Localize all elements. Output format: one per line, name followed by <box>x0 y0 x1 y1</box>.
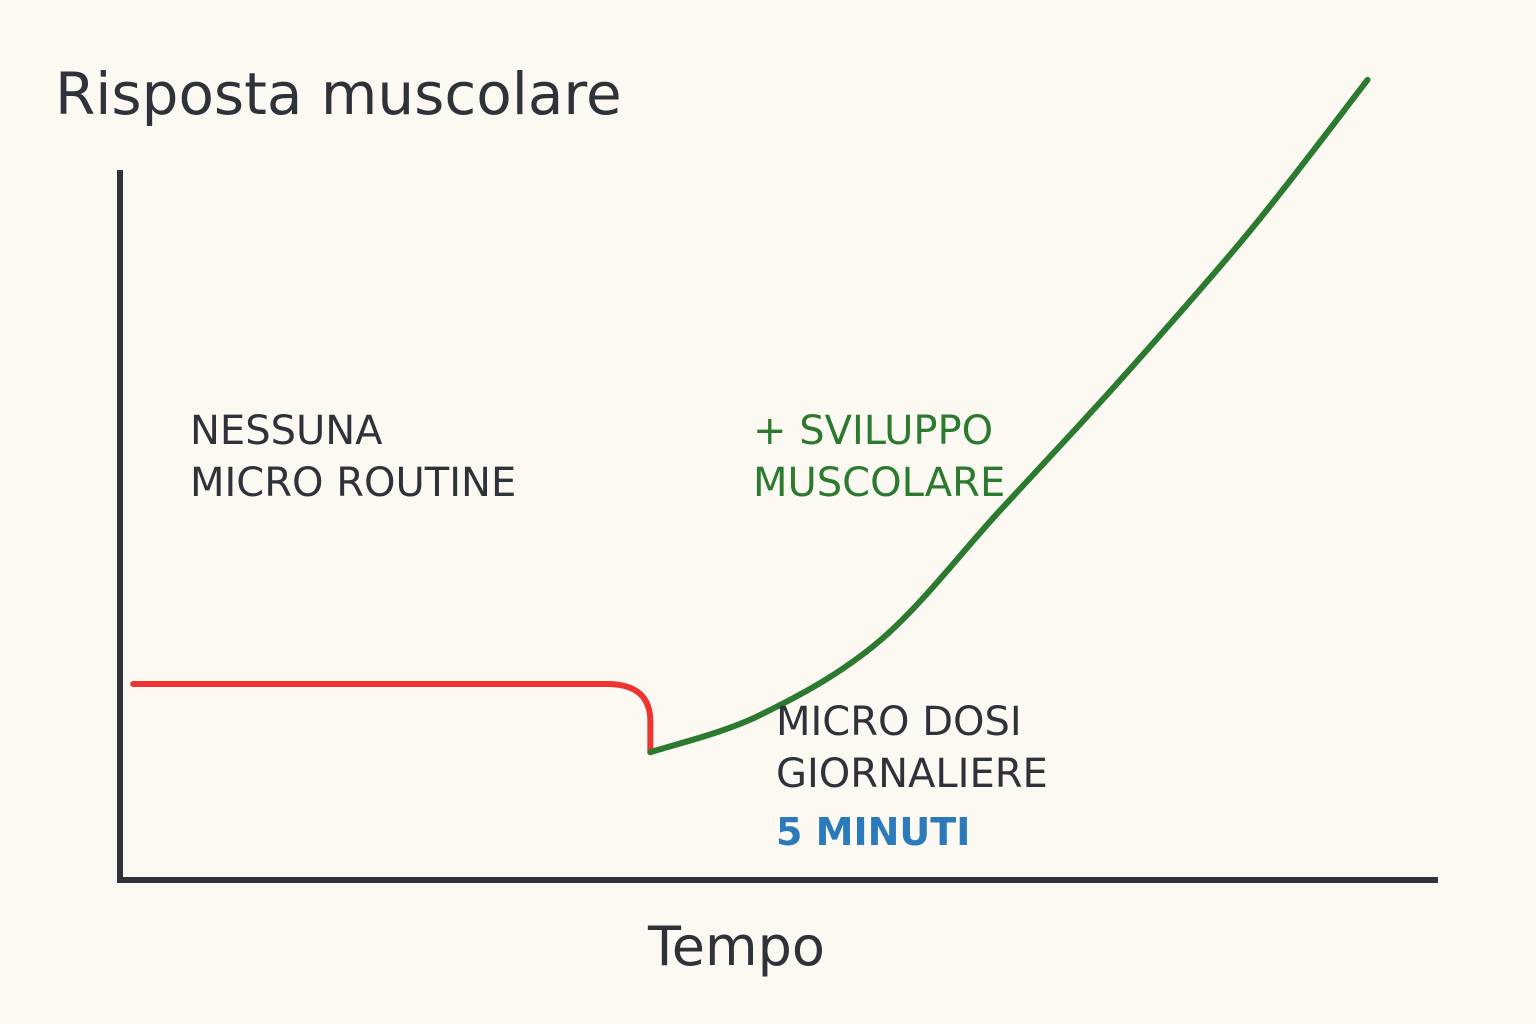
annotation-micro-doses: MICRO DOSI GIORNALIERE <box>776 696 1048 800</box>
annotation-line: MUSCOLARE <box>753 460 1006 506</box>
x-axis-label: Tempo <box>648 915 825 978</box>
annotation-line: GIORNALIERE <box>776 751 1048 797</box>
annotation-development: + SVILUPPO MUSCOLARE <box>753 405 1005 509</box>
chart-title: Risposta muscolare <box>55 60 622 128</box>
annotation-line: MICRO ROUTINE <box>190 460 517 506</box>
series-line-micro-doses <box>647 76 1371 756</box>
annotation-duration: 5 MINUTI <box>776 810 971 854</box>
annotation-line: MICRO DOSI <box>776 699 1022 745</box>
annotation-no-routine: NESSUNA MICRO ROUTINE <box>190 405 516 509</box>
series-line-no-routine <box>130 681 654 756</box>
annotation-line: NESSUNA <box>190 408 383 454</box>
annotation-line: + SVILUPPO <box>753 408 994 454</box>
